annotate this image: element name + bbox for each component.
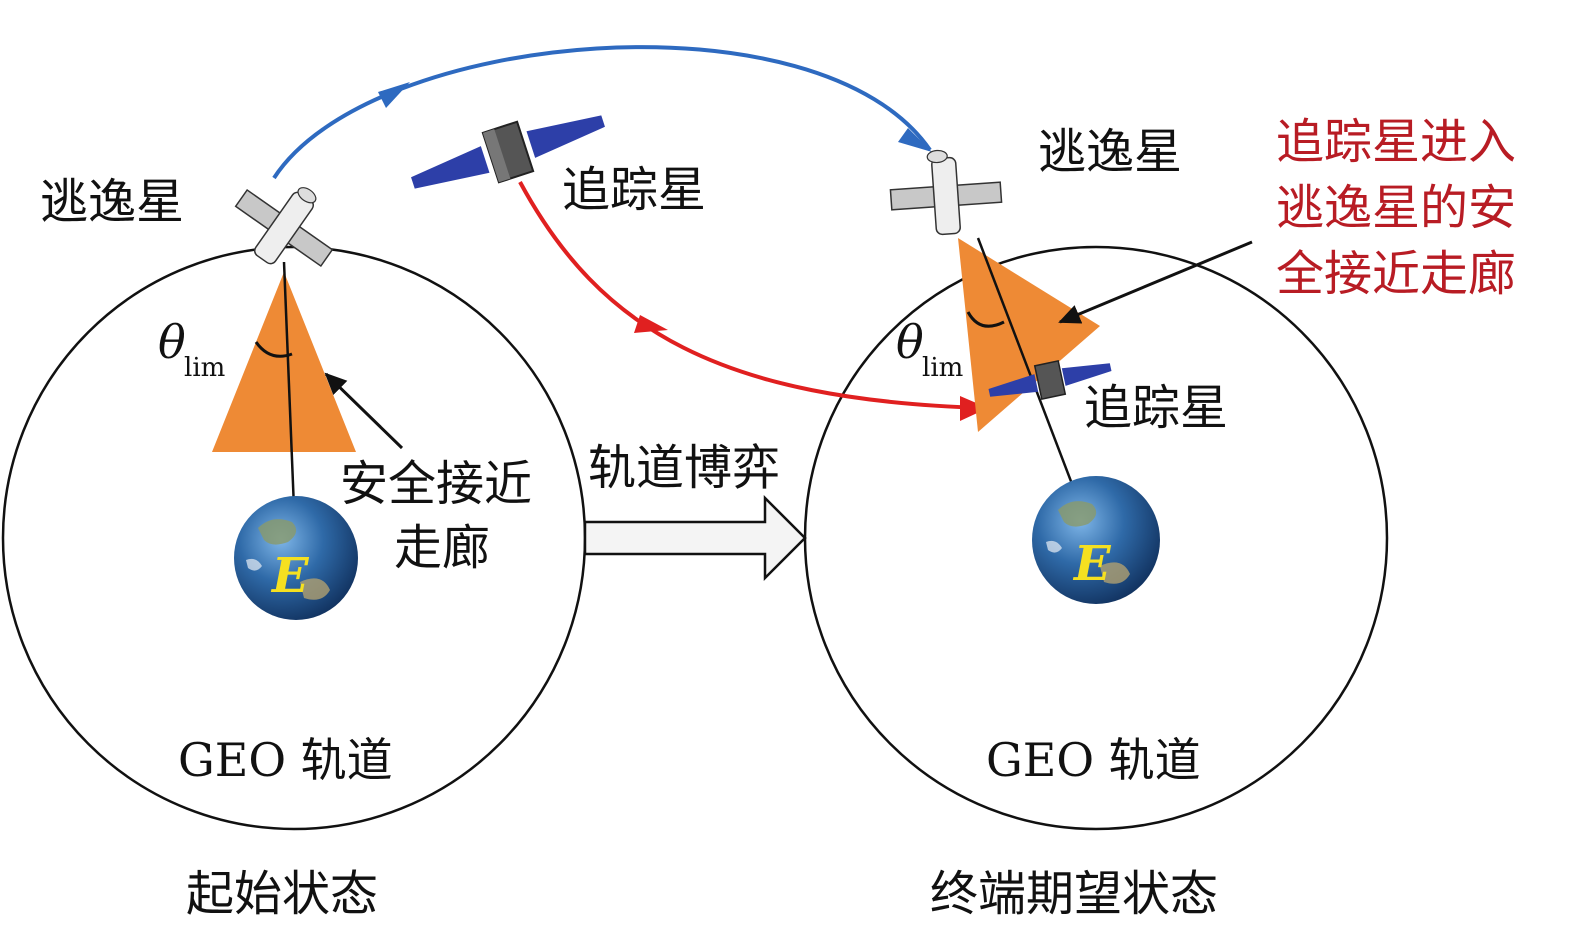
pursuer-arrowhead-1 — [634, 315, 668, 333]
right-escaper-label: 逃逸星 — [1038, 124, 1182, 180]
pursuer-arrowhead-2 — [960, 396, 988, 421]
left-state-caption: 起始状态 — [186, 866, 378, 922]
right-theta-symbol: θ — [896, 315, 924, 369]
left-theta-arc — [254, 341, 293, 358]
pursuer-trajectory — [518, 181, 986, 410]
right-earth-letter: E — [1072, 536, 1112, 592]
right-corridor-pointer — [1058, 240, 1253, 324]
right-safe-corridor — [958, 238, 1100, 432]
right-orbit-label: GEO 轨道 — [986, 733, 1201, 787]
pursuer-satellite-icon — [411, 115, 605, 189]
middle-pursuer-label: 追踪星 — [562, 162, 706, 218]
right-note-line-3: 全接近走廊 — [1276, 246, 1516, 302]
left-safe-corridor — [212, 272, 356, 452]
right-theta-subscript: lim — [922, 353, 963, 383]
right-state-caption: 终端期望状态 — [930, 866, 1218, 922]
left-theta-subscript: lim — [184, 353, 225, 383]
left-theta-symbol: θ — [158, 315, 186, 369]
escape-arrowhead-2 — [898, 128, 932, 152]
right-note-line-2: 逃逸星的安 — [1276, 180, 1516, 236]
escape-trajectory — [272, 45, 932, 180]
right-pursuer-label: 追踪星 — [1084, 380, 1228, 436]
left-orbit-label: GEO 轨道 — [178, 733, 393, 787]
earth-icon — [234, 496, 358, 620]
left-earth-letter: E — [270, 548, 310, 604]
transition-arrow-icon — [583, 494, 807, 582]
middle-game-label: 轨道博弈 — [588, 440, 780, 496]
escaper-satellite-icon — [234, 187, 334, 268]
right-theta-arc — [966, 311, 1005, 328]
left-corridor-label-1: 安全接近 — [340, 456, 532, 512]
right-note-line-1: 追踪星进入 — [1276, 114, 1516, 170]
escaper-satellite-icon — [889, 149, 1003, 236]
pursuer-satellite-icon — [988, 359, 1112, 401]
escape-arrowhead-1 — [378, 82, 410, 108]
earth-icon — [1032, 476, 1160, 604]
left-corridor-pointer — [324, 372, 404, 450]
left-corridor-label-2: 走廊 — [394, 520, 490, 576]
left-escaper-label: 逃逸星 — [40, 174, 184, 230]
